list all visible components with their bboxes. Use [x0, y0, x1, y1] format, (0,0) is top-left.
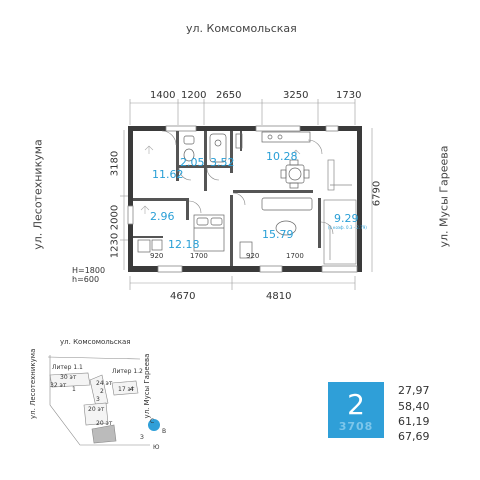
- dim-top-5: 1730: [336, 90, 362, 101]
- room-count-badge: 2 3708: [328, 382, 384, 438]
- dim-bottom-1: 4670: [170, 291, 196, 302]
- ceiling-note-hh: h=600: [72, 275, 100, 284]
- room-area-kitchen: 10.28: [266, 150, 298, 163]
- mini-label-17: 17 эт: [118, 386, 135, 393]
- area-with-balcony: 61,19: [398, 415, 430, 428]
- mini-label-liter12: Литер 1.2: [112, 368, 143, 375]
- dim-top-4: 3250: [283, 90, 309, 101]
- room-area-living: 11.62: [152, 168, 184, 181]
- compass-icon: [148, 419, 160, 431]
- room-area-balcony: 9.29: [334, 212, 359, 225]
- mini-street-left: ул. Лесотехникума: [29, 348, 37, 419]
- mini-label-4: 4: [130, 386, 134, 393]
- dim-top-1: 1400: [150, 90, 176, 101]
- mini-label-2: 2: [100, 388, 104, 395]
- dim-bottom-2: 4810: [266, 291, 292, 302]
- mini-label-3: 3: [96, 396, 100, 403]
- dim-inner-1: 920: [150, 252, 164, 260]
- street-top-label: ул. Комсомольская: [186, 22, 297, 35]
- compass-e: В: [162, 428, 167, 435]
- compass-n: С: [150, 418, 155, 425]
- mini-label-20a: 20 эт: [88, 406, 105, 413]
- dim-inner-4: 1700: [286, 252, 304, 260]
- room-area-room2: 15.79: [262, 228, 294, 241]
- room-count: 2: [347, 388, 365, 421]
- balcony-coef-note: (с коэф. 0.3 - 2.79): [328, 225, 367, 230]
- dim-top-2: 1200: [181, 90, 207, 101]
- mini-street-top: ул. Комсомольская: [60, 338, 131, 346]
- mini-label-20b: 20 эт: [96, 420, 113, 427]
- mini-label-30: 30 эт: [60, 374, 77, 381]
- watermark: 3708: [338, 420, 374, 433]
- dim-inner-2: 1700: [190, 252, 208, 260]
- compass-w: З: [140, 434, 144, 441]
- room-area-bedroom: 12.18: [168, 238, 200, 251]
- mini-label-32: 32 эт: [50, 382, 67, 389]
- mini-label-24: 24 эт: [96, 380, 113, 387]
- site-map: [47, 355, 160, 446]
- dim-top-3: 2650: [216, 90, 242, 101]
- room-area-wc: 2.05: [180, 156, 205, 169]
- mini-label-liter11: Литер 1.1: [52, 364, 83, 371]
- dim-inner-3: 920: [246, 252, 260, 260]
- area-living: 27,97: [398, 384, 430, 397]
- ceiling-note-h: H=1800: [72, 266, 106, 275]
- room-area-hall: 2.96: [150, 210, 175, 223]
- compass-s: Ю: [153, 444, 160, 451]
- mini-label-1: 1: [72, 386, 76, 393]
- area-full: 67,69: [398, 430, 430, 443]
- room-area-bath: 3.52: [210, 156, 235, 169]
- area-total: 58,40: [398, 400, 430, 413]
